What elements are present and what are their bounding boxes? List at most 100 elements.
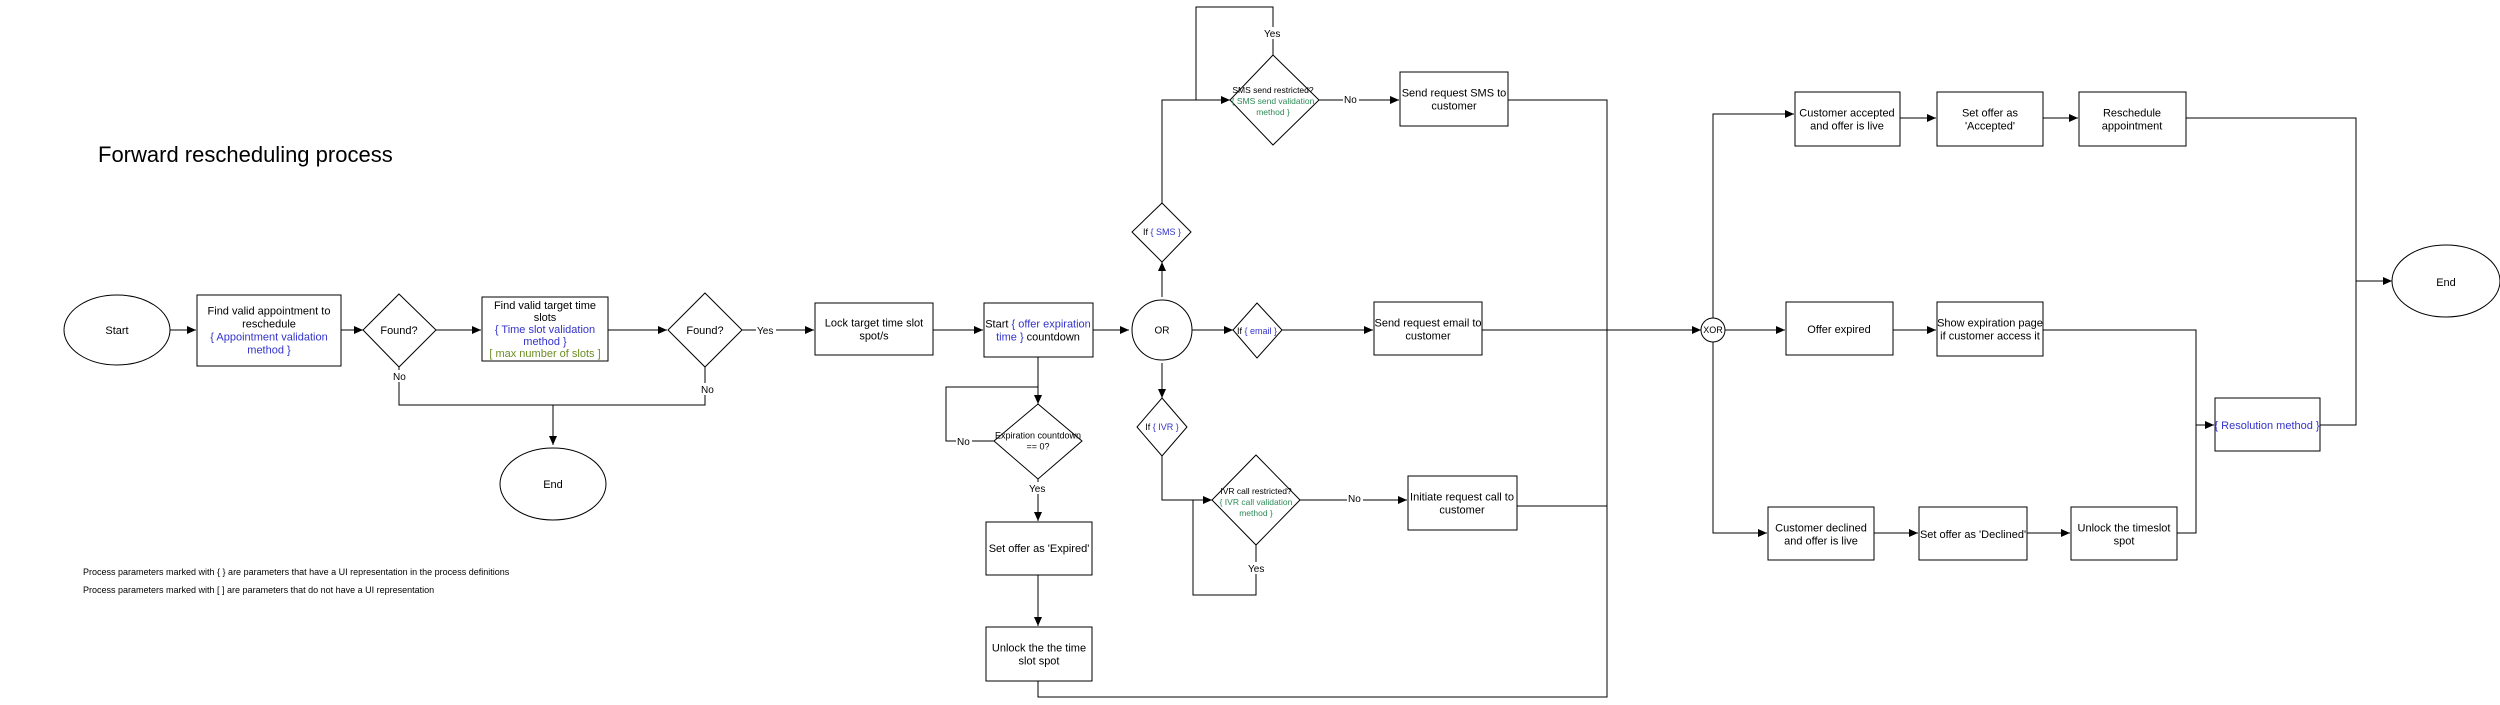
node-label-lock-line-2: spot/s [859,330,889,342]
node-label-if-ivr-line-1: If { IVR } [1145,422,1179,432]
node-label-ivr-restricted-line-1: IVR call restricted? [1220,486,1292,496]
node-label-expiration-check-line-2: == 0? [1026,442,1049,452]
node-label-expiration-check-line-1: Expiration countdown [995,431,1081,441]
expiration-check-decision [993,403,1083,480]
label-exp-no: No [957,437,970,448]
diagram-title: Forward rescheduling process [98,142,393,167]
node-label-accepted-live-line-1: Customer accepted [1799,107,1894,119]
node-label-find-appt-line-1: Find valid appointment to [208,305,331,317]
reschedule-box [2078,91,2187,147]
edge-xor-to-declined [1712,342,1767,537]
node-label-found1-line-1: Found? [380,325,417,337]
lock-slot-box [814,302,934,356]
if-ivr-decision [1136,397,1188,457]
node-label-unlock1-line-1: Unlock the the time [992,642,1086,654]
node-label-unlock2-line-2: spot [2114,535,2135,547]
end-node-final [2391,244,2500,318]
node-label-ivr-restricted-line-2: { IVR call validation [1220,497,1293,507]
node-label-countdown-line-2: time } countdown [996,331,1080,343]
edge-call-to-xor [1517,330,1608,507]
node-label-send-email-line-1: Send request email to [1374,317,1481,329]
node-label-end-mid-line-1: End [543,479,563,491]
node-label-lock-line-1: Lock target time slot [825,317,923,329]
resolution-method-box [2214,397,2321,452]
node-label-find-appt-line-3: { Appointment validation [210,331,327,343]
note-non-ui-params: Process parameters marked with [ ] are p… [83,585,435,595]
label-found1-no: No [393,372,406,383]
label-ivr-no: No [1348,494,1361,505]
edge-send-sms-to-xor [1508,99,1608,330]
edge-found1-no [398,367,557,445]
label-found2-no: No [701,385,714,396]
node-label-if-sms-line-1: If { SMS } [1143,227,1181,237]
send-sms-box [1399,71,1509,127]
find-target-slots-box [481,296,609,362]
node-label-unlock2-line-1: Unlock the timeslot [2078,522,2171,534]
node-label-start-line-1: Start [105,325,128,337]
node-label-show-expiration-line-1: Show expiration page [1937,317,2043,329]
node-label-set-declined-line-1: Set offer as 'Declined' [1920,529,2026,541]
start-node [63,294,171,366]
found-decision-1 [362,293,437,368]
edge-unlock1-to-xor [1037,330,1608,698]
sms-restricted-decision [1229,54,1320,146]
found-decision-2 [667,292,743,368]
node-label-show-expiration-line-2: if customer access it [1940,330,2040,342]
end-node-middle [499,447,607,521]
node-label-set-accepted-line-1: Set offer as [1962,107,2019,119]
edge-if-sms-to-restricted [1161,96,1230,203]
call-customer-box [1407,475,1518,531]
ivr-restricted-decision [1211,454,1301,546]
edge-unlock2-to-resolution [2177,425,2197,534]
set-expired-box [985,521,1093,576]
unlock-slot-box-2 [2070,506,2178,561]
node-label-end-final-line-1: End [2436,277,2456,289]
note-ui-params: Process parameters marked with { } are p… [83,567,510,577]
node-label-find-appt-line-4: method } [247,344,291,356]
node-label-find-slots-line-5: [ max number of slots ] [489,348,600,360]
node-label-set-expired-line-1: Set offer as 'Expired' [989,543,1090,555]
node-label-or-line-1: OR [1155,326,1170,337]
or-gateway [1131,299,1193,361]
node-label-offer-expired-line-1: Offer expired [1807,324,1870,336]
node-label-send-email-line-2: customer [1405,330,1451,342]
node-label-find-slots-line-3: { Time slot validation [495,324,595,336]
set-declined-box [1918,506,2028,561]
xor-gateway [1700,317,1726,343]
edge-xor-to-accepted [1712,110,1794,318]
node-label-resolution-line-1: { Resolution method } [2214,420,2320,432]
label-ivr-yes: Yes [1248,564,1264,575]
node-label-find-appt-line-2: reschedule [242,318,296,330]
edge-sms-yes-loop [1195,6,1274,100]
node-label-find-slots-line-4: method } [523,336,567,348]
node-label-unlock1-line-2: slot spot [1019,655,1060,667]
countdown-box [983,302,1094,358]
find-appointment-box [196,294,342,367]
edge-show-to-resolution [2043,329,2214,429]
node-label-send-sms-line-1: Send request SMS to [1402,87,1507,99]
node-label-set-accepted-line-2: 'Accepted' [1965,120,2015,132]
edge-reschedule-to-end [2186,117,2392,285]
label-sms-no: No [1344,95,1357,106]
node-label-reschedule-line-1: Reschedule [2103,107,2161,119]
show-expiration-box [1936,301,2044,357]
node-label-find-slots-line-2: slots [534,312,557,324]
node-label-if-email-line-1: If { email } [1237,326,1277,336]
node-label-sms-restricted-line-1: SMS send restricted? [1232,85,1314,95]
label-found2-yes: Yes [757,326,773,337]
edge-resolution-to-end [2320,281,2357,426]
node-label-sms-restricted-line-3: method } [1256,107,1290,117]
set-accepted-box [1936,91,2044,147]
offer-expired-box [1785,301,1894,356]
node-label-send-sms-line-2: customer [1431,100,1477,112]
node-label-call-line-2: customer [1439,504,1485,516]
edge-found2-no [553,367,706,406]
node-label-declined-live-line-2: and offer is live [1784,535,1858,547]
customer-declined-box [1767,506,1875,561]
node-label-found2-line-1: Found? [686,325,723,337]
node-label-accepted-live-line-2: and offer is live [1810,120,1884,132]
customer-accepted-box [1794,91,1901,147]
send-email-box [1373,301,1483,356]
parameter-notes: Process parameters marked with { } are p… [83,563,509,599]
